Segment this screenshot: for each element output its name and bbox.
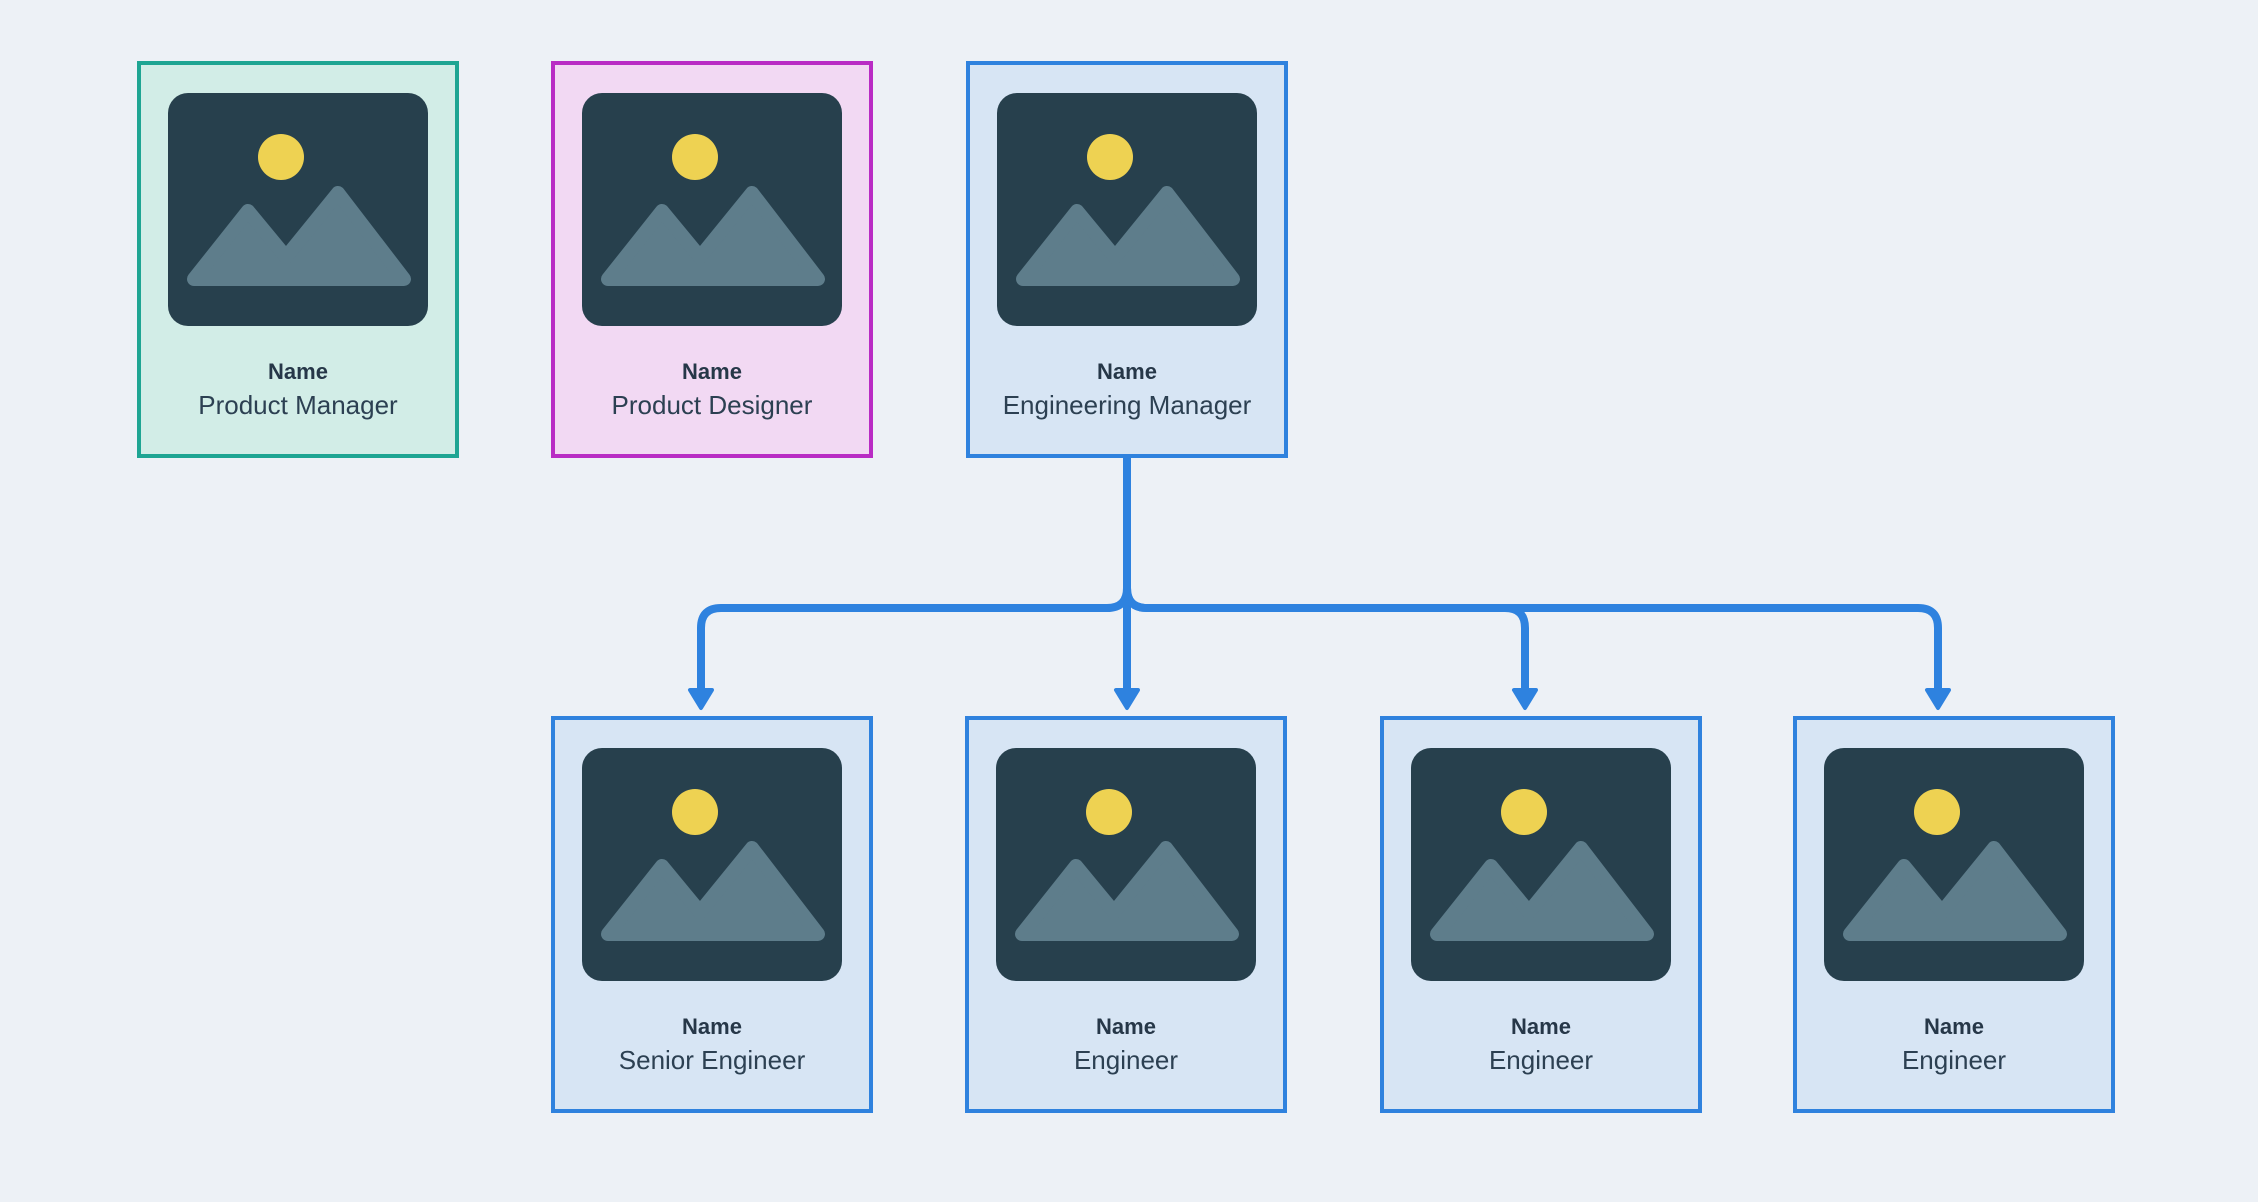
edge-em-to-engineer-1 xyxy=(1114,454,1140,710)
arrowhead-icon xyxy=(688,688,714,710)
node-product-manager[interactable]: Name Product Manager xyxy=(137,61,459,458)
mountains-icon xyxy=(1016,186,1240,286)
mountains-icon xyxy=(1015,841,1239,941)
person-role: Engineering Manager xyxy=(1002,390,1252,420)
sun-icon xyxy=(1087,134,1133,180)
mountains-icon xyxy=(601,841,825,941)
edge-em-to-engineer-3 xyxy=(1123,454,1951,710)
image-placeholder-icon xyxy=(1824,748,2084,981)
mountains-icon xyxy=(1843,841,2067,941)
person-role: Product Designer xyxy=(611,390,813,420)
person-name: Name xyxy=(1924,1014,1984,1039)
person-name: Name xyxy=(1511,1014,1571,1039)
node-engineer-1[interactable]: Name Engineer xyxy=(965,716,1287,1113)
node-engineering-manager[interactable]: Name Engineering Manager xyxy=(966,61,1288,458)
image-placeholder-icon xyxy=(1411,748,1671,981)
mountains-icon xyxy=(601,186,825,286)
image-placeholder-icon xyxy=(582,748,842,981)
person-name: Name xyxy=(1096,1014,1156,1039)
sun-icon xyxy=(672,134,718,180)
person-role: Engineer xyxy=(1073,1045,1179,1075)
node-engineer-2[interactable]: Name Engineer xyxy=(1380,716,1702,1113)
arrowhead-icon xyxy=(1114,688,1140,710)
mountains-icon xyxy=(1430,841,1654,941)
image-placeholder-icon xyxy=(996,748,1256,981)
node-product-designer[interactable]: Name Product Designer xyxy=(551,61,873,458)
arrowhead-icon xyxy=(1925,688,1951,710)
sun-icon xyxy=(672,789,718,835)
sun-icon xyxy=(1914,789,1960,835)
person-role: Engineer xyxy=(1901,1045,2007,1075)
image-placeholder-icon xyxy=(997,93,1257,326)
person-name: Name xyxy=(682,359,742,384)
node-engineer-3[interactable]: Name Engineer xyxy=(1793,716,2115,1113)
person-role: Product Manager xyxy=(198,390,398,420)
image-placeholder-icon xyxy=(168,93,428,326)
sun-icon xyxy=(1501,789,1547,835)
image-placeholder-icon xyxy=(582,93,842,326)
edge-em-to-senior-engineer xyxy=(688,454,1131,710)
person-role: Senior Engineer xyxy=(618,1045,806,1075)
sun-icon xyxy=(1086,789,1132,835)
person-name: Name xyxy=(1097,359,1157,384)
sun-icon xyxy=(258,134,304,180)
edge-em-to-engineer-2 xyxy=(1123,454,1538,710)
node-senior-engineer[interactable]: Name Senior Engineer xyxy=(551,716,873,1113)
arrowhead-icon xyxy=(1512,688,1538,710)
person-role: Engineer xyxy=(1488,1045,1594,1075)
mountains-icon xyxy=(187,186,411,286)
person-name: Name xyxy=(682,1014,742,1039)
person-name: Name xyxy=(268,359,328,384)
